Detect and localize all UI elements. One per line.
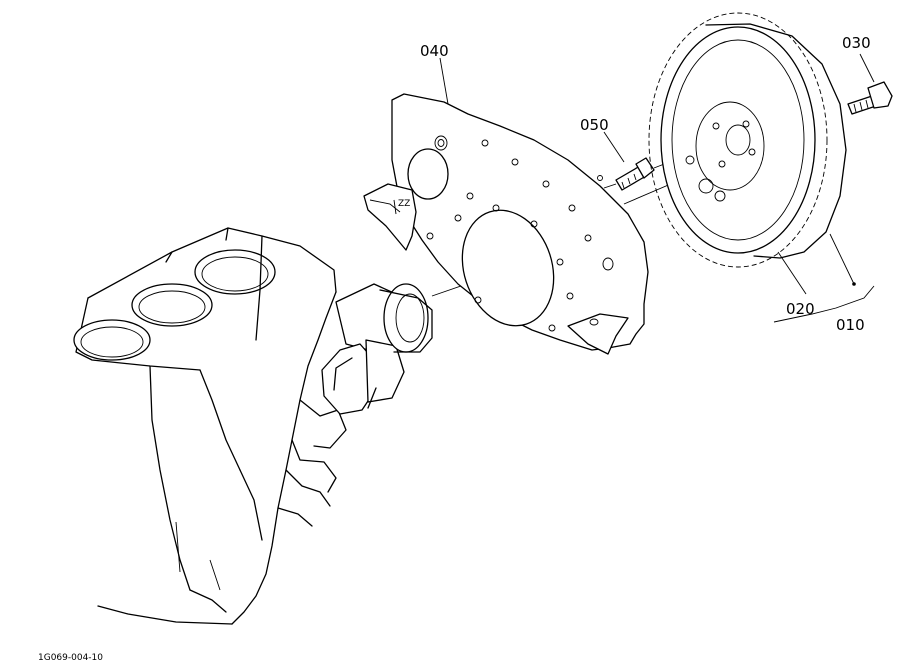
part-label-010: 010 [836, 316, 865, 334]
flywheel [648, 12, 847, 268]
leader-040 [439, 57, 449, 105]
end-plate: ZZ [363, 93, 649, 355]
part-label-020: 020 [786, 300, 815, 318]
drawing-code: 1G069-004-10 [38, 653, 103, 663]
crankshaft [321, 283, 433, 415]
bracket-stamp: ZZ [398, 199, 410, 209]
leader-030 [859, 53, 875, 83]
leader-010 [829, 233, 855, 285]
leader-dot [852, 282, 856, 286]
leader-020 [777, 251, 807, 295]
hole [481, 139, 489, 147]
bolt-030 [847, 81, 893, 115]
part-label-030: 030 [842, 34, 871, 52]
leader-050 [603, 131, 625, 163]
engine-block [73, 227, 347, 625]
assembly-bracket-line [773, 285, 875, 323]
part-label-050: 050 [580, 116, 609, 134]
part-label-040: 040 [420, 42, 449, 60]
